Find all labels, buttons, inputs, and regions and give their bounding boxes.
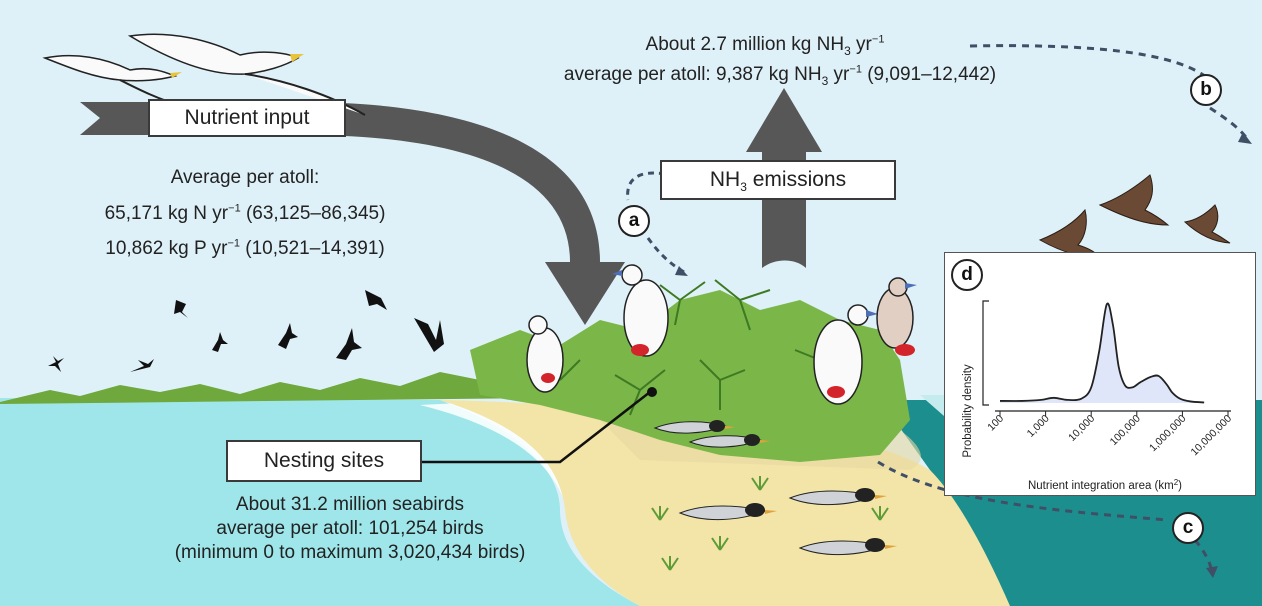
nesting-line-3: (minimum 0 to maximum 3,020,434 birds) bbox=[174, 542, 526, 563]
x-tick-label: 10,000 bbox=[1066, 413, 1097, 444]
path-from-c bbox=[1193, 539, 1214, 573]
x-tick-label: 100 bbox=[985, 413, 1006, 434]
nesting-leader-line bbox=[420, 391, 651, 464]
x-axis-label: Nutrient integration area (km2) bbox=[1028, 478, 1182, 492]
density-curve bbox=[999, 302, 1205, 404]
path-from-b bbox=[1209, 106, 1250, 141]
vegetation-horizon bbox=[0, 370, 540, 404]
nesting-sites-label: Nesting sites bbox=[226, 440, 422, 482]
phosphorus-input-value: 10,862 kg P yr−1 (10,521–14,391) bbox=[105, 237, 385, 259]
petrel-flock bbox=[1038, 174, 1231, 259]
emissions-average: average per atoll: 9,387 kg NH3 yr−1 (9,… bbox=[563, 63, 997, 88]
marker-c: c bbox=[1172, 512, 1204, 544]
vegetation-mound bbox=[470, 290, 910, 462]
frigatebird-flock bbox=[48, 290, 444, 372]
density-chart: Probability density 100 1,000 10,000 100,00… bbox=[962, 300, 1234, 492]
marker-d: d bbox=[951, 259, 983, 291]
x-tick-label: 100,000 bbox=[1108, 413, 1143, 448]
path-to-c bbox=[877, 460, 1169, 522]
y-axis-bracket bbox=[982, 300, 989, 406]
nutrient-input-heading: Average per atoll: bbox=[170, 167, 320, 188]
nesting-line-2: average per atoll: 101,254 birds bbox=[216, 518, 484, 539]
tern-birds bbox=[653, 420, 897, 555]
path-to-a bbox=[626, 171, 666, 201]
nutrient-input-arrow bbox=[80, 102, 625, 325]
x-tick-label: 10,000,000 bbox=[1188, 413, 1234, 459]
arrowhead-c bbox=[1206, 566, 1218, 578]
y-axis-label: Probability density bbox=[962, 364, 974, 458]
marker-a: a bbox=[618, 205, 650, 237]
nh3-emissions-label: NH3 emissions bbox=[660, 160, 896, 200]
grass-tufts bbox=[651, 476, 889, 571]
arrowhead-b bbox=[1238, 132, 1252, 144]
panel-d-chart: d Probability density 100 1,000 10,000 100,… bbox=[944, 252, 1256, 496]
nesting-leader-dot bbox=[647, 387, 657, 397]
booby-birds bbox=[526, 264, 917, 405]
nesting-line-1: About 31.2 million seabirds bbox=[235, 494, 465, 515]
x-tick-label: 1,000 bbox=[1025, 413, 1052, 440]
x-tick-label: 1,000,000 bbox=[1147, 413, 1189, 455]
density-area-fill bbox=[1000, 303, 1205, 403]
path-to-b bbox=[969, 44, 1214, 84]
nutrient-input-label: Nutrient input bbox=[148, 99, 346, 137]
arrowhead-a bbox=[675, 266, 688, 276]
marker-b: b bbox=[1190, 74, 1222, 106]
emissions-total: About 2.7 million kg NH3 yr−1 bbox=[645, 33, 885, 58]
lagoon bbox=[0, 398, 640, 606]
nitrogen-input-value: 65,171 kg N yr−1 (63,125–86,345) bbox=[104, 202, 386, 224]
